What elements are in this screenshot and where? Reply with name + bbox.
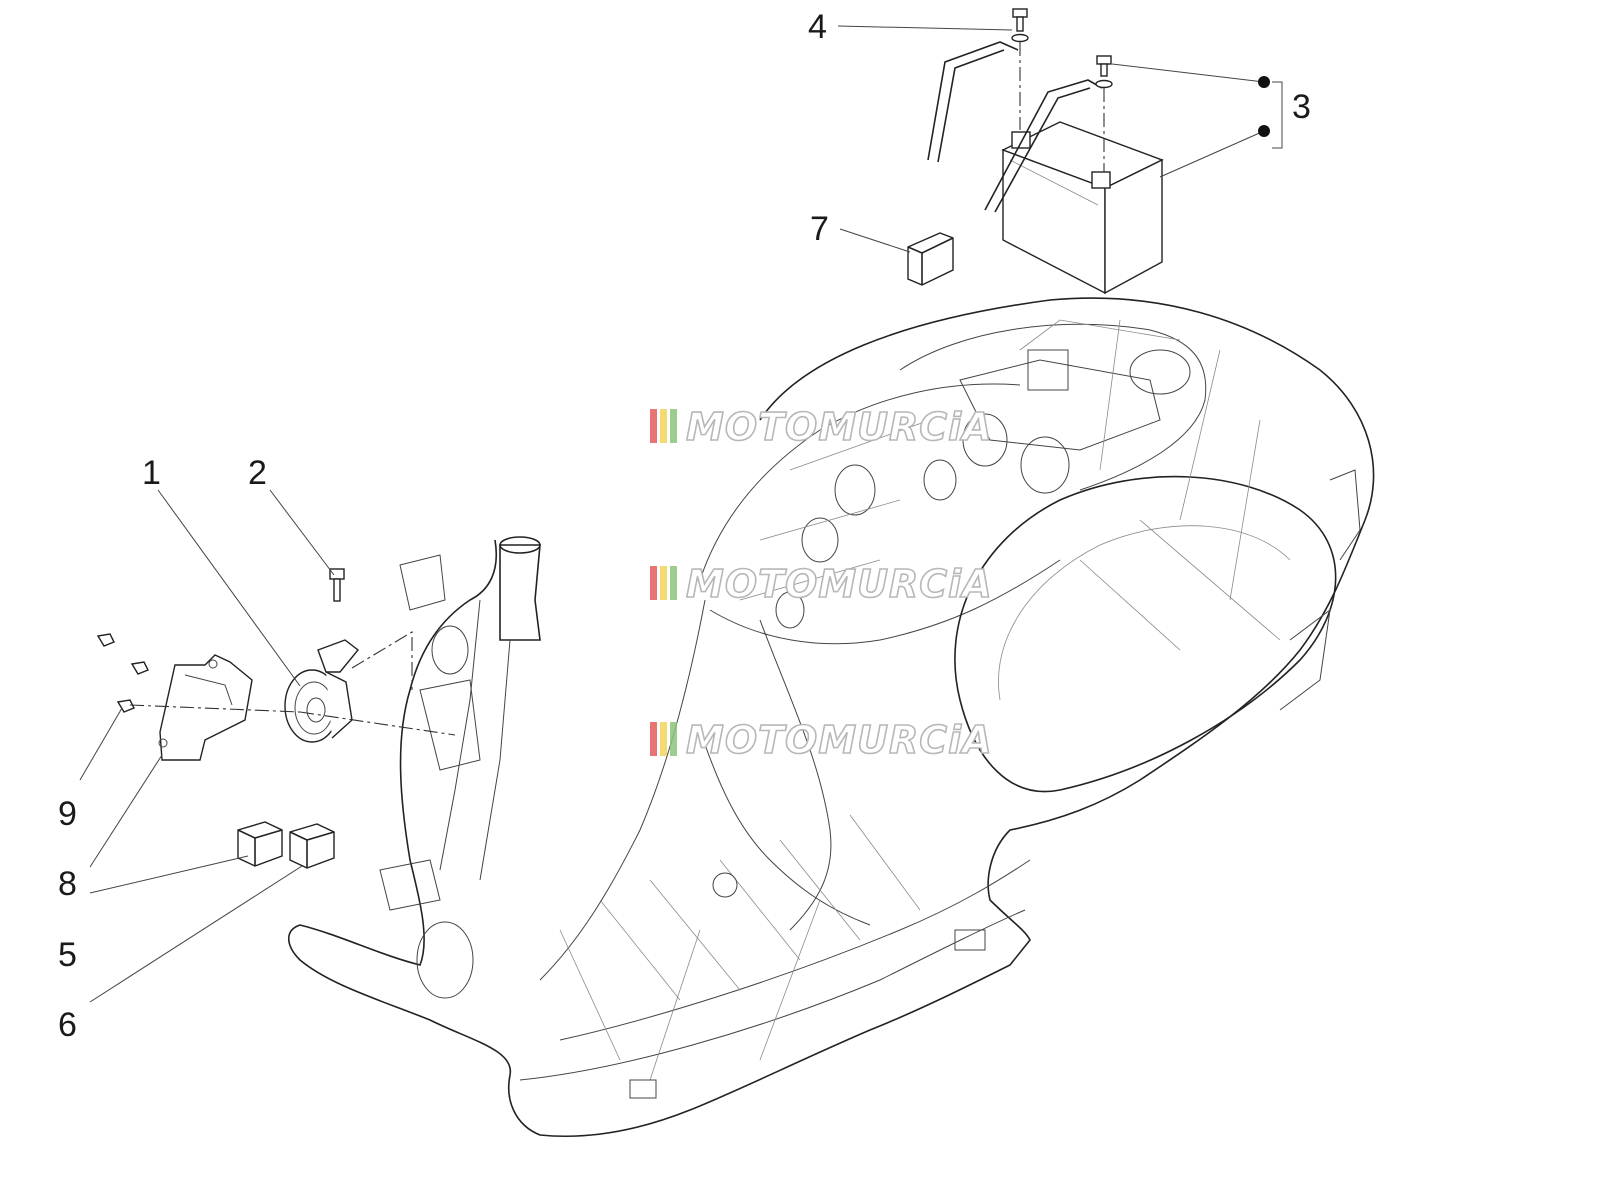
- battery-part-3: [927, 41, 1164, 295]
- bracket-part-8: [158, 654, 253, 761]
- leader-3b: [1159, 130, 1265, 178]
- leader-9: [79, 707, 123, 781]
- leader-6: [89, 865, 303, 1003]
- watermark-stripe: [660, 566, 667, 600]
- watermark-stripes: [650, 566, 677, 600]
- leader-4: [837, 25, 1013, 31]
- watermark-text: MOTOMURCiA: [686, 718, 993, 762]
- relay-part-5: [237, 821, 283, 867]
- watermark-stripes: [650, 409, 677, 443]
- leader-5: [89, 855, 249, 894]
- callout-3: 3: [1292, 88, 1311, 126]
- leader-8: [89, 754, 163, 868]
- watermark-stripe: [670, 409, 677, 443]
- leader-7: [839, 228, 911, 253]
- callout-9: 9: [58, 795, 77, 833]
- callout-8: 8: [58, 865, 77, 903]
- callout-4: 4: [808, 8, 827, 46]
- watermark-2: MOTOMURCiA: [650, 561, 993, 607]
- watermark-stripe: [670, 722, 677, 756]
- watermark-stripe: [670, 566, 677, 600]
- bolt-part-3: [1095, 55, 1113, 172]
- bolt-part-4: [1011, 8, 1029, 130]
- leader-3a: [1111, 63, 1265, 83]
- callout-labels: 1 2 3 4 5 6 7 8 9: [58, 8, 1311, 1044]
- watermark-3: MOTOMURCiA: [650, 717, 993, 763]
- watermark-stripe: [650, 409, 657, 443]
- callout-7: 7: [810, 210, 829, 248]
- assembly-lines: [129, 631, 456, 736]
- watermark-text: MOTOMURCiA: [686, 405, 993, 449]
- watermark-1: MOTOMURCiA: [650, 404, 993, 450]
- dot-3b: [1258, 125, 1270, 137]
- watermark-stripe: [650, 722, 657, 756]
- horn-part-1: [284, 639, 359, 743]
- watermark-stripe: [660, 409, 667, 443]
- watermark-text: MOTOMURCiA: [686, 562, 993, 606]
- leader-lines: [79, 25, 1283, 1003]
- watermark-stripe: [660, 722, 667, 756]
- screws-part-9: [96, 633, 149, 713]
- relay-part-6: [289, 823, 335, 869]
- callout-6: 6: [58, 1006, 77, 1044]
- watermark-stripe: [650, 566, 657, 600]
- callout-1: 1: [142, 454, 161, 492]
- relay-module-part-7: [907, 232, 954, 286]
- callout-2: 2: [248, 454, 267, 492]
- callout-5: 5: [58, 936, 77, 974]
- scooter-frame-body: [287, 297, 1375, 1138]
- dot-3a: [1258, 76, 1270, 88]
- leader-1: [157, 489, 301, 687]
- bracket-3: [1272, 81, 1283, 149]
- leader-2: [269, 489, 335, 576]
- watermark-stripes: [650, 722, 677, 756]
- bolt-part-2: [329, 568, 345, 602]
